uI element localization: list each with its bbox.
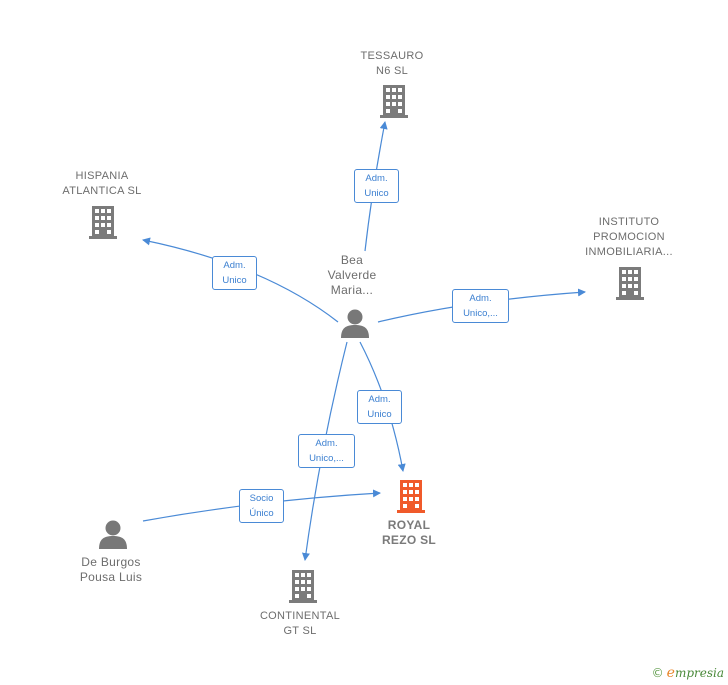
node-label-hispania[interactable]: HISPANIA ATLANTICA SL [62, 170, 142, 197]
node-label-royal[interactable]: ROYAL REZO SL [381, 518, 437, 547]
building-icon[interactable] [89, 206, 117, 239]
node-label-bea[interactable]: Bea Valverde Maria... [327, 253, 377, 297]
edge-label-bea-continental[interactable]: Adm. Unico,... [298, 434, 355, 468]
edge-label-bea-instituto[interactable]: Adm. Unico,... [452, 289, 509, 323]
edge-label-bea-royal[interactable]: Adm. Unico [357, 390, 402, 424]
node-label-instituto[interactable]: INSTITUTO PROMOCION INMOBILIARIA... [585, 216, 673, 258]
person-icon[interactable] [341, 309, 369, 339]
copyright-icon: © [651, 666, 664, 680]
building-icon[interactable] [289, 570, 317, 603]
building-icon[interactable] [616, 267, 644, 300]
edge-label-bea-tessauro[interactable]: Adm. Unico [354, 169, 399, 203]
edge-label-bea-hispania[interactable]: Adm. Unico [212, 256, 257, 290]
edge-label-deburgos-royal[interactable]: Socio Único [239, 489, 284, 523]
building-icon[interactable] [397, 480, 425, 513]
person-icon[interactable] [99, 520, 127, 550]
brand-logo-initial: e [666, 665, 675, 681]
brand-logo-text: mpresia [674, 666, 724, 680]
node-label-continental[interactable]: CONTINENTAL GT SL [259, 610, 341, 637]
building-icon[interactable] [380, 85, 408, 118]
node-label-tessauro[interactable]: TESSAURO N6 SL [360, 50, 424, 77]
node-label-deburgos[interactable]: De Burgos Pousa Luis [79, 555, 143, 584]
brand-footer: ©empresia [652, 665, 724, 681]
